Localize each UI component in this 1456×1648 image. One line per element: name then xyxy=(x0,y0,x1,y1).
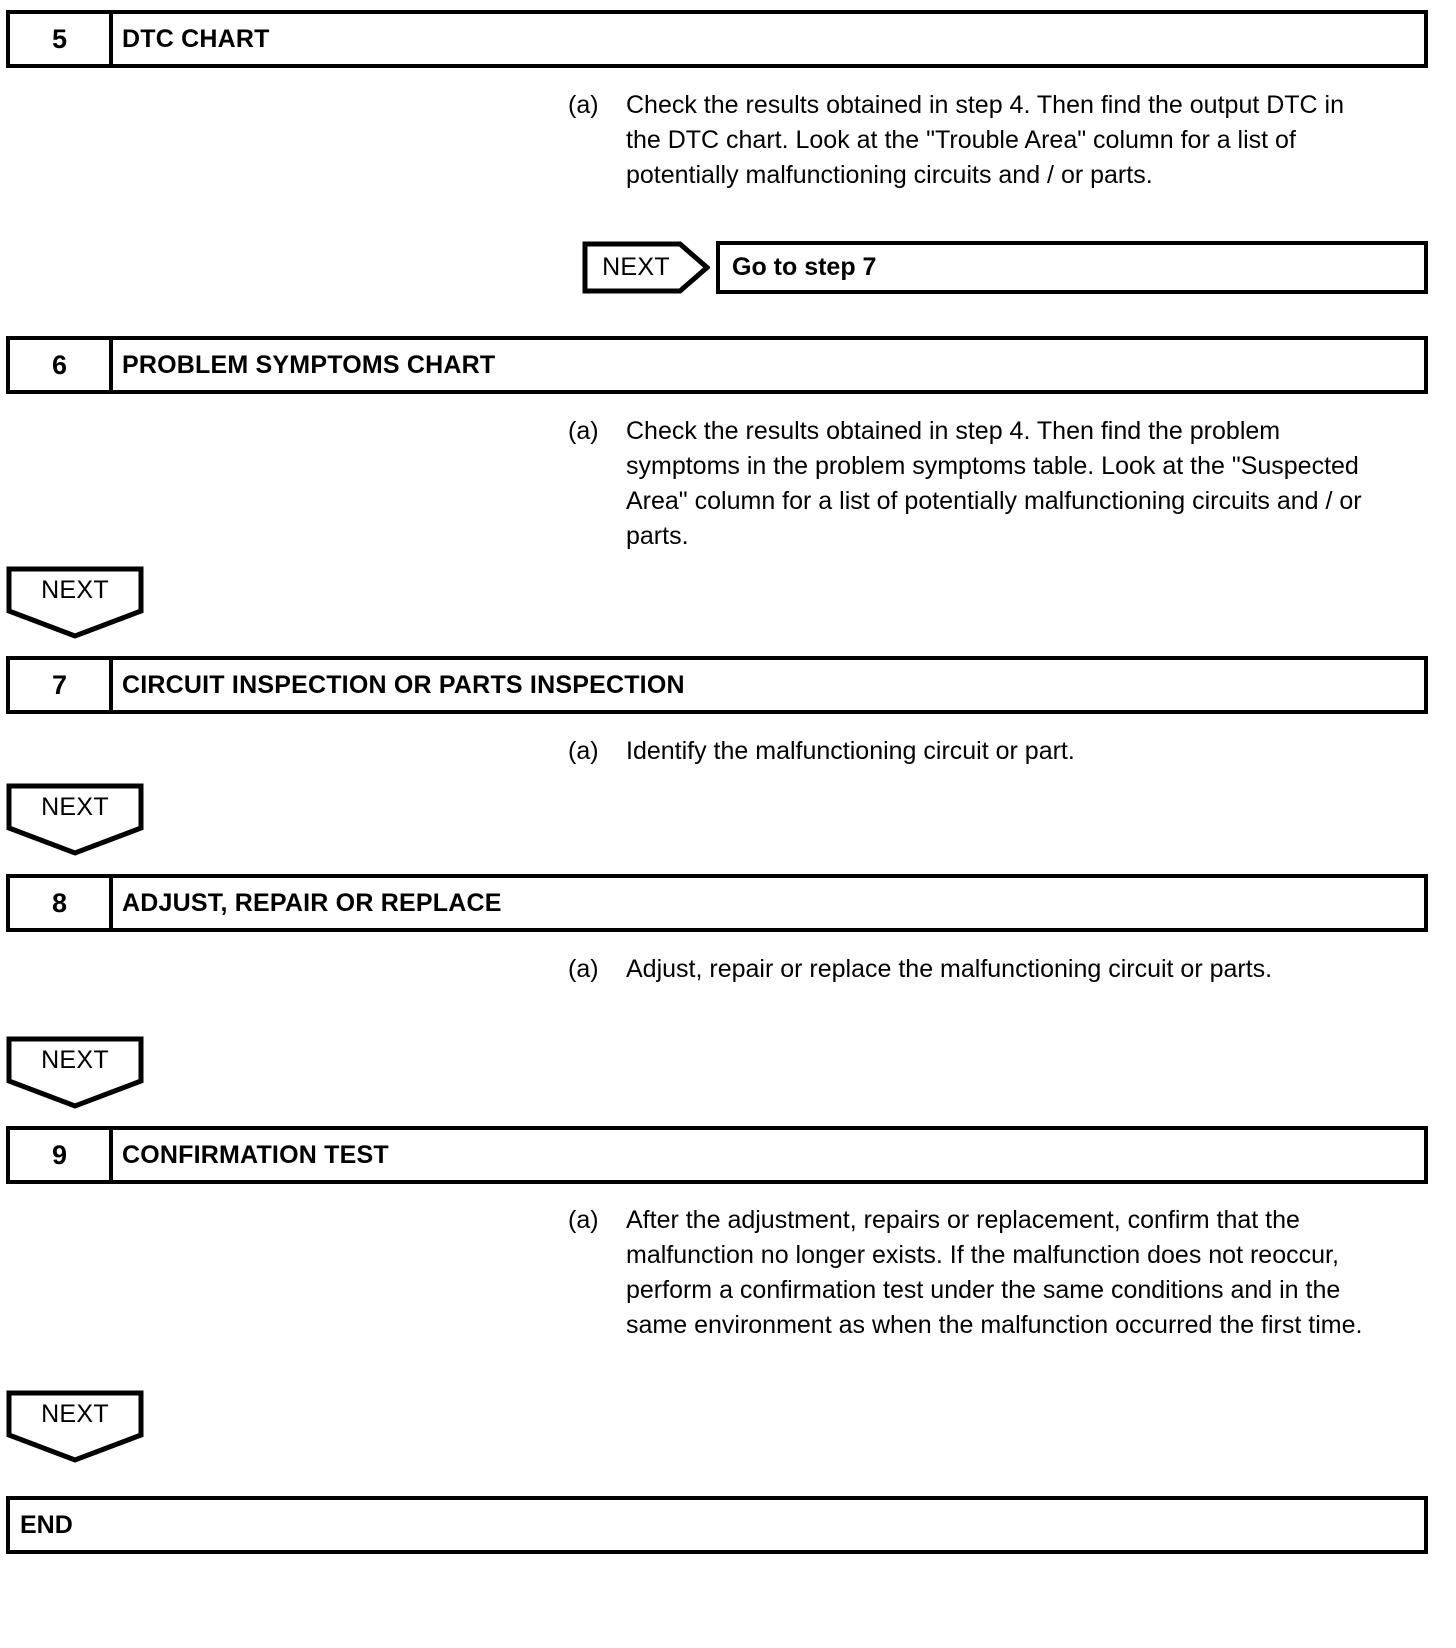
next-label: NEXT xyxy=(602,253,670,281)
step-title-5: DTC CHART xyxy=(122,24,270,53)
item-marker: (a) xyxy=(568,417,599,445)
step-number-6: 6 xyxy=(10,340,113,390)
step-title-8: ADJUST, REPAIR OR REPLACE xyxy=(122,888,502,917)
item-text: Identify the malfunctioning circuit or p… xyxy=(626,737,1075,765)
next-arrow-down-icon xyxy=(6,783,144,856)
next-connector-down-step7: NEXT xyxy=(6,783,144,856)
item-text: Check the results obtained in step 4. Th… xyxy=(626,91,1345,189)
step-header-7: 7 CIRCUIT INSPECTION OR PARTS INSPECTION xyxy=(6,656,1428,714)
step-number-5: 5 xyxy=(10,14,113,64)
step-5-item-a: (a) Check the results obtained in step 4… xyxy=(568,88,1368,193)
next-label: NEXT xyxy=(41,1400,109,1428)
end-box: END xyxy=(6,1496,1428,1554)
step-header-5: 5 DTC CHART xyxy=(6,10,1428,68)
item-marker: (a) xyxy=(568,737,599,765)
next-connector-down-step6: NEXT xyxy=(6,566,144,639)
item-text: After the adjustment, repairs or replace… xyxy=(626,1206,1363,1339)
step-header-9: 9 CONFIRMATION TEST xyxy=(6,1126,1428,1184)
step-8-item-a: (a) Adjust, repair or replace the malfun… xyxy=(568,952,1368,987)
next-label: NEXT xyxy=(41,576,109,604)
next-arrow-down-icon xyxy=(6,566,144,639)
step-number-8: 8 xyxy=(10,878,113,928)
next-connector-right-step5: NEXT xyxy=(582,241,710,294)
next-connector-down-step9: NEXT xyxy=(6,1390,144,1463)
step-number-9: 9 xyxy=(10,1130,113,1180)
step-title-7: CIRCUIT INSPECTION OR PARTS INSPECTION xyxy=(122,670,685,699)
next-arrow-down-icon xyxy=(6,1036,144,1109)
item-text: Check the results obtained in step 4. Th… xyxy=(626,417,1362,550)
step-6-item-a: (a) Check the results obtained in step 4… xyxy=(568,414,1368,554)
next-arrow-right-icon xyxy=(582,241,710,294)
step-header-8: 8 ADJUST, REPAIR OR REPLACE xyxy=(6,874,1428,932)
item-text: Adjust, repair or replace the malfunctio… xyxy=(626,955,1273,983)
step-7-item-a: (a) Identify the malfunctioning circuit … xyxy=(568,734,1368,769)
step-header-6: 6 PROBLEM SYMPTOMS CHART xyxy=(6,336,1428,394)
goto-box-step5: Go to step 7 xyxy=(716,241,1428,294)
next-label: NEXT xyxy=(41,1046,109,1074)
next-connector-down-step8: NEXT xyxy=(6,1036,144,1109)
step-title-9: CONFIRMATION TEST xyxy=(122,1140,389,1169)
step-title-6: PROBLEM SYMPTOMS CHART xyxy=(122,350,496,379)
item-marker: (a) xyxy=(568,1206,599,1234)
step-9-item-a: (a) After the adjustment, repairs or rep… xyxy=(568,1203,1368,1343)
next-label: NEXT xyxy=(41,793,109,821)
step-number-7: 7 xyxy=(10,660,113,710)
next-arrow-down-icon xyxy=(6,1390,144,1463)
item-marker: (a) xyxy=(568,91,599,119)
item-marker: (a) xyxy=(568,955,599,983)
